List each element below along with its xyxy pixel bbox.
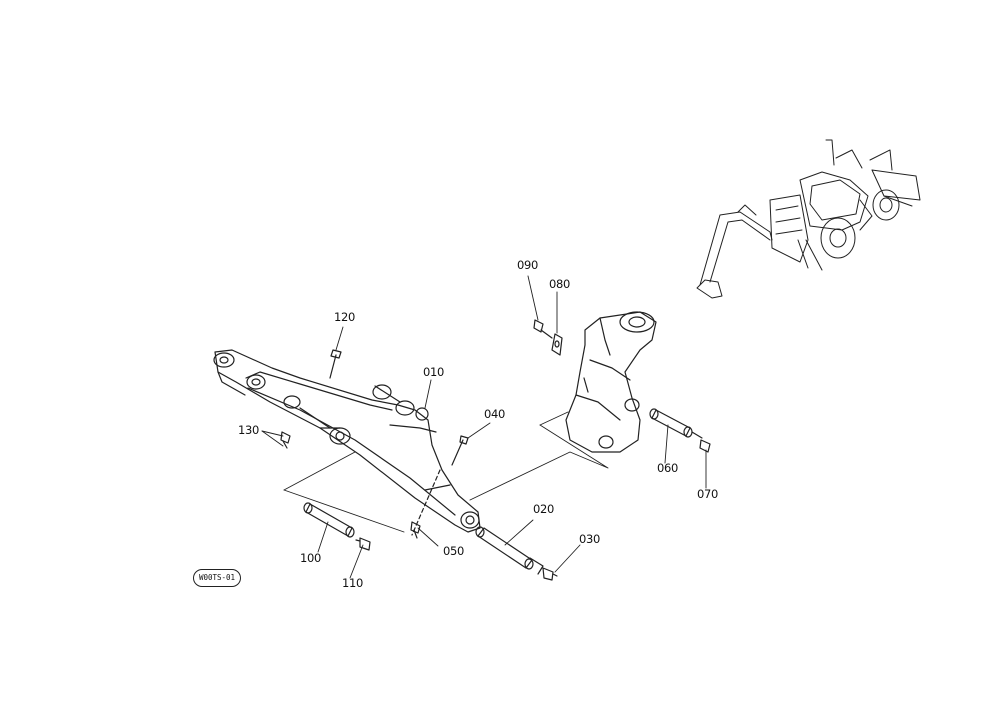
callout-120: 120 <box>334 310 356 324</box>
pin-020 <box>475 526 544 575</box>
bolt-120 <box>329 349 342 379</box>
callout-010: 010 <box>423 365 445 379</box>
nipple-110 <box>355 537 371 551</box>
nipple-050 <box>410 521 421 539</box>
nipple-130 <box>280 431 291 449</box>
callout-090: 090 <box>517 258 539 272</box>
nipple-030 <box>542 567 558 581</box>
callout-070: 070 <box>697 487 719 501</box>
callout-110: 110 <box>342 576 364 590</box>
nipple-070 <box>699 439 711 453</box>
leader-lines <box>261 275 707 579</box>
tractor-thumbnail <box>696 139 921 299</box>
pin-100 <box>303 502 355 538</box>
swing-bracket <box>565 311 657 453</box>
pin-060 <box>649 408 703 439</box>
bolt-040 <box>451 435 469 466</box>
drawing-id-stamp: W00TS-01 <box>193 569 241 587</box>
callout-130: 130 <box>238 423 260 437</box>
callout-080: 080 <box>549 277 571 291</box>
callout-030: 030 <box>579 532 601 546</box>
callout-020: 020 <box>533 502 555 516</box>
callout-050: 050 <box>443 544 465 558</box>
callout-040: 040 <box>484 407 506 421</box>
bolt-090 <box>533 319 553 339</box>
callout-060: 060 <box>657 461 679 475</box>
plate-080 <box>551 333 563 356</box>
callout-100: 100 <box>300 551 322 565</box>
guide-lines <box>283 411 609 533</box>
